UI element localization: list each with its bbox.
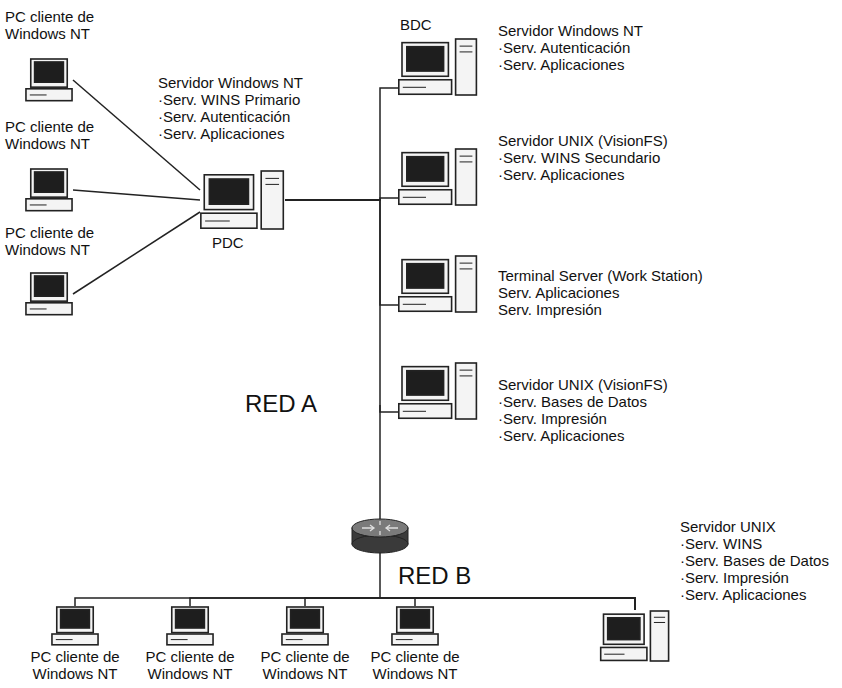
node-label: Servidor UNIX (VisionFS)·Serv. WINS Secu… bbox=[498, 132, 728, 183]
client-pc: PC cliente de Windows NT bbox=[166, 606, 214, 646]
node-text: PDC bbox=[212, 234, 272, 251]
computer-icon bbox=[391, 606, 439, 646]
network-link bbox=[75, 598, 635, 610]
node-label: PC cliente de Windows NT bbox=[250, 648, 360, 682]
node-label: Servidor UNIX·Serv. WINS·Serv. Bases de … bbox=[680, 518, 840, 603]
node-text: Servidor UNIX (VisionFS) bbox=[498, 132, 728, 149]
node-label: Terminal Server (Work Station)Serv. Apli… bbox=[498, 267, 738, 318]
node-label: PC cliente de Windows NT bbox=[5, 8, 115, 42]
network-link bbox=[73, 190, 200, 200]
node-text: PC cliente de Windows NT bbox=[5, 224, 115, 258]
node-text: PC cliente de Windows NT bbox=[250, 648, 360, 682]
router-wire bbox=[379, 553, 381, 598]
node-label: PC cliente de Windows NT bbox=[360, 648, 470, 682]
client-pc: PC cliente de Windows NT bbox=[25, 168, 73, 212]
client-pc: PC cliente de Windows NT bbox=[391, 606, 439, 646]
node-text: Servidor Windows NT bbox=[158, 74, 333, 91]
node-label: PDC bbox=[212, 234, 272, 251]
node-text: ·Serv. Aplicaciones bbox=[158, 125, 333, 142]
client-pc: PC cliente de Windows NT bbox=[281, 606, 329, 646]
node-text: BDC bbox=[400, 16, 460, 33]
node-text: Servidor Windows NT bbox=[498, 22, 718, 39]
computer-icon bbox=[281, 606, 329, 646]
node-text: ·Serv. Autenticación bbox=[158, 108, 333, 125]
node-text: ·Serv. WINS Secundario bbox=[498, 149, 728, 166]
server-computer: Servidor UNIX (VisionFS)·Serv. Bases de … bbox=[398, 362, 478, 420]
client-pc: PC cliente de Windows NT bbox=[51, 606, 99, 646]
computer-icon bbox=[600, 610, 670, 662]
node-text: ·Serv. Aplicaciones bbox=[498, 166, 728, 183]
server-computer: Terminal Server (Work Station)Serv. Apli… bbox=[398, 255, 478, 313]
node-text: ·Serv. Aplicaciones bbox=[498, 427, 728, 444]
node-text: ·Serv. Bases de Datos bbox=[680, 552, 840, 569]
node-text: Servidor UNIX (VisionFS) bbox=[498, 376, 728, 393]
node-label: PC cliente de Windows NT bbox=[20, 648, 130, 682]
network-link bbox=[415, 598, 635, 610]
backbone-wire bbox=[379, 405, 381, 520]
node-text: ·Serv. Impresión bbox=[680, 569, 840, 586]
computer-icon bbox=[398, 38, 478, 96]
network-link bbox=[285, 200, 398, 412]
node-label: Servidor UNIX (VisionFS)·Serv. Bases de … bbox=[498, 376, 728, 444]
client-pc: PC cliente de Windows NT bbox=[25, 58, 73, 102]
computer-icon bbox=[25, 58, 73, 102]
node-text: ·Serv. WINS Primario bbox=[158, 91, 333, 108]
node-label: PC cliente de Windows NT bbox=[5, 224, 115, 258]
computer-icon bbox=[25, 168, 73, 212]
node-text: PC cliente de Windows NT bbox=[360, 648, 470, 682]
router-symbol bbox=[352, 519, 408, 553]
computer-icon bbox=[25, 272, 73, 316]
node-text: PC cliente de Windows NT bbox=[5, 118, 115, 152]
network-link bbox=[305, 598, 635, 610]
node-text: ·Serv. Aplicaciones bbox=[498, 56, 718, 73]
computer-icon bbox=[398, 255, 478, 313]
server-computer: Servidor Windows NT·Serv. WINS Primario·… bbox=[200, 170, 285, 230]
node-text: ·Serv. Impresión bbox=[498, 410, 728, 427]
node-text: ·Serv. WINS bbox=[680, 535, 840, 552]
computer-icon bbox=[398, 148, 478, 206]
computer-icon bbox=[51, 606, 99, 646]
node-text: PC cliente de Windows NT bbox=[5, 8, 115, 42]
node-text: Servidor UNIX bbox=[680, 518, 840, 535]
node-text: ·Serv. Aplicaciones bbox=[680, 586, 840, 603]
server-computer: Servidor UNIX·Serv. WINS·Serv. Bases de … bbox=[600, 610, 670, 662]
node-text: PC cliente de Windows NT bbox=[135, 648, 245, 682]
node-text: ·Serv. Bases de Datos bbox=[498, 393, 728, 410]
network-name: RED B bbox=[398, 562, 471, 590]
client-pc: PC cliente de Windows NT bbox=[25, 272, 73, 316]
computer-icon bbox=[166, 606, 214, 646]
network-link bbox=[285, 88, 398, 200]
node-text: ·Serv. Autenticación bbox=[498, 39, 718, 56]
node-label: PC cliente de Windows NT bbox=[135, 648, 245, 682]
network-link bbox=[285, 200, 398, 305]
node-text: Serv. Impresión bbox=[498, 301, 738, 318]
node-label: Servidor Windows NT·Serv. WINS Primario·… bbox=[158, 74, 333, 142]
node-text: PC cliente de Windows NT bbox=[20, 648, 130, 682]
network-name: RED A bbox=[245, 390, 317, 418]
node-label: BDC bbox=[400, 16, 460, 33]
node-label: PC cliente de Windows NT bbox=[5, 118, 115, 152]
node-text: Serv. Aplicaciones bbox=[498, 284, 738, 301]
node-label: Servidor Windows NT·Serv. Autenticación·… bbox=[498, 22, 718, 73]
computer-icon bbox=[398, 362, 478, 420]
server-computer: Servidor UNIX (VisionFS)·Serv. WINS Secu… bbox=[398, 148, 478, 206]
computer-icon bbox=[200, 170, 285, 230]
node-text: Terminal Server (Work Station) bbox=[498, 267, 738, 284]
server-computer: BDCServidor Windows NT·Serv. Autenticaci… bbox=[398, 38, 478, 96]
